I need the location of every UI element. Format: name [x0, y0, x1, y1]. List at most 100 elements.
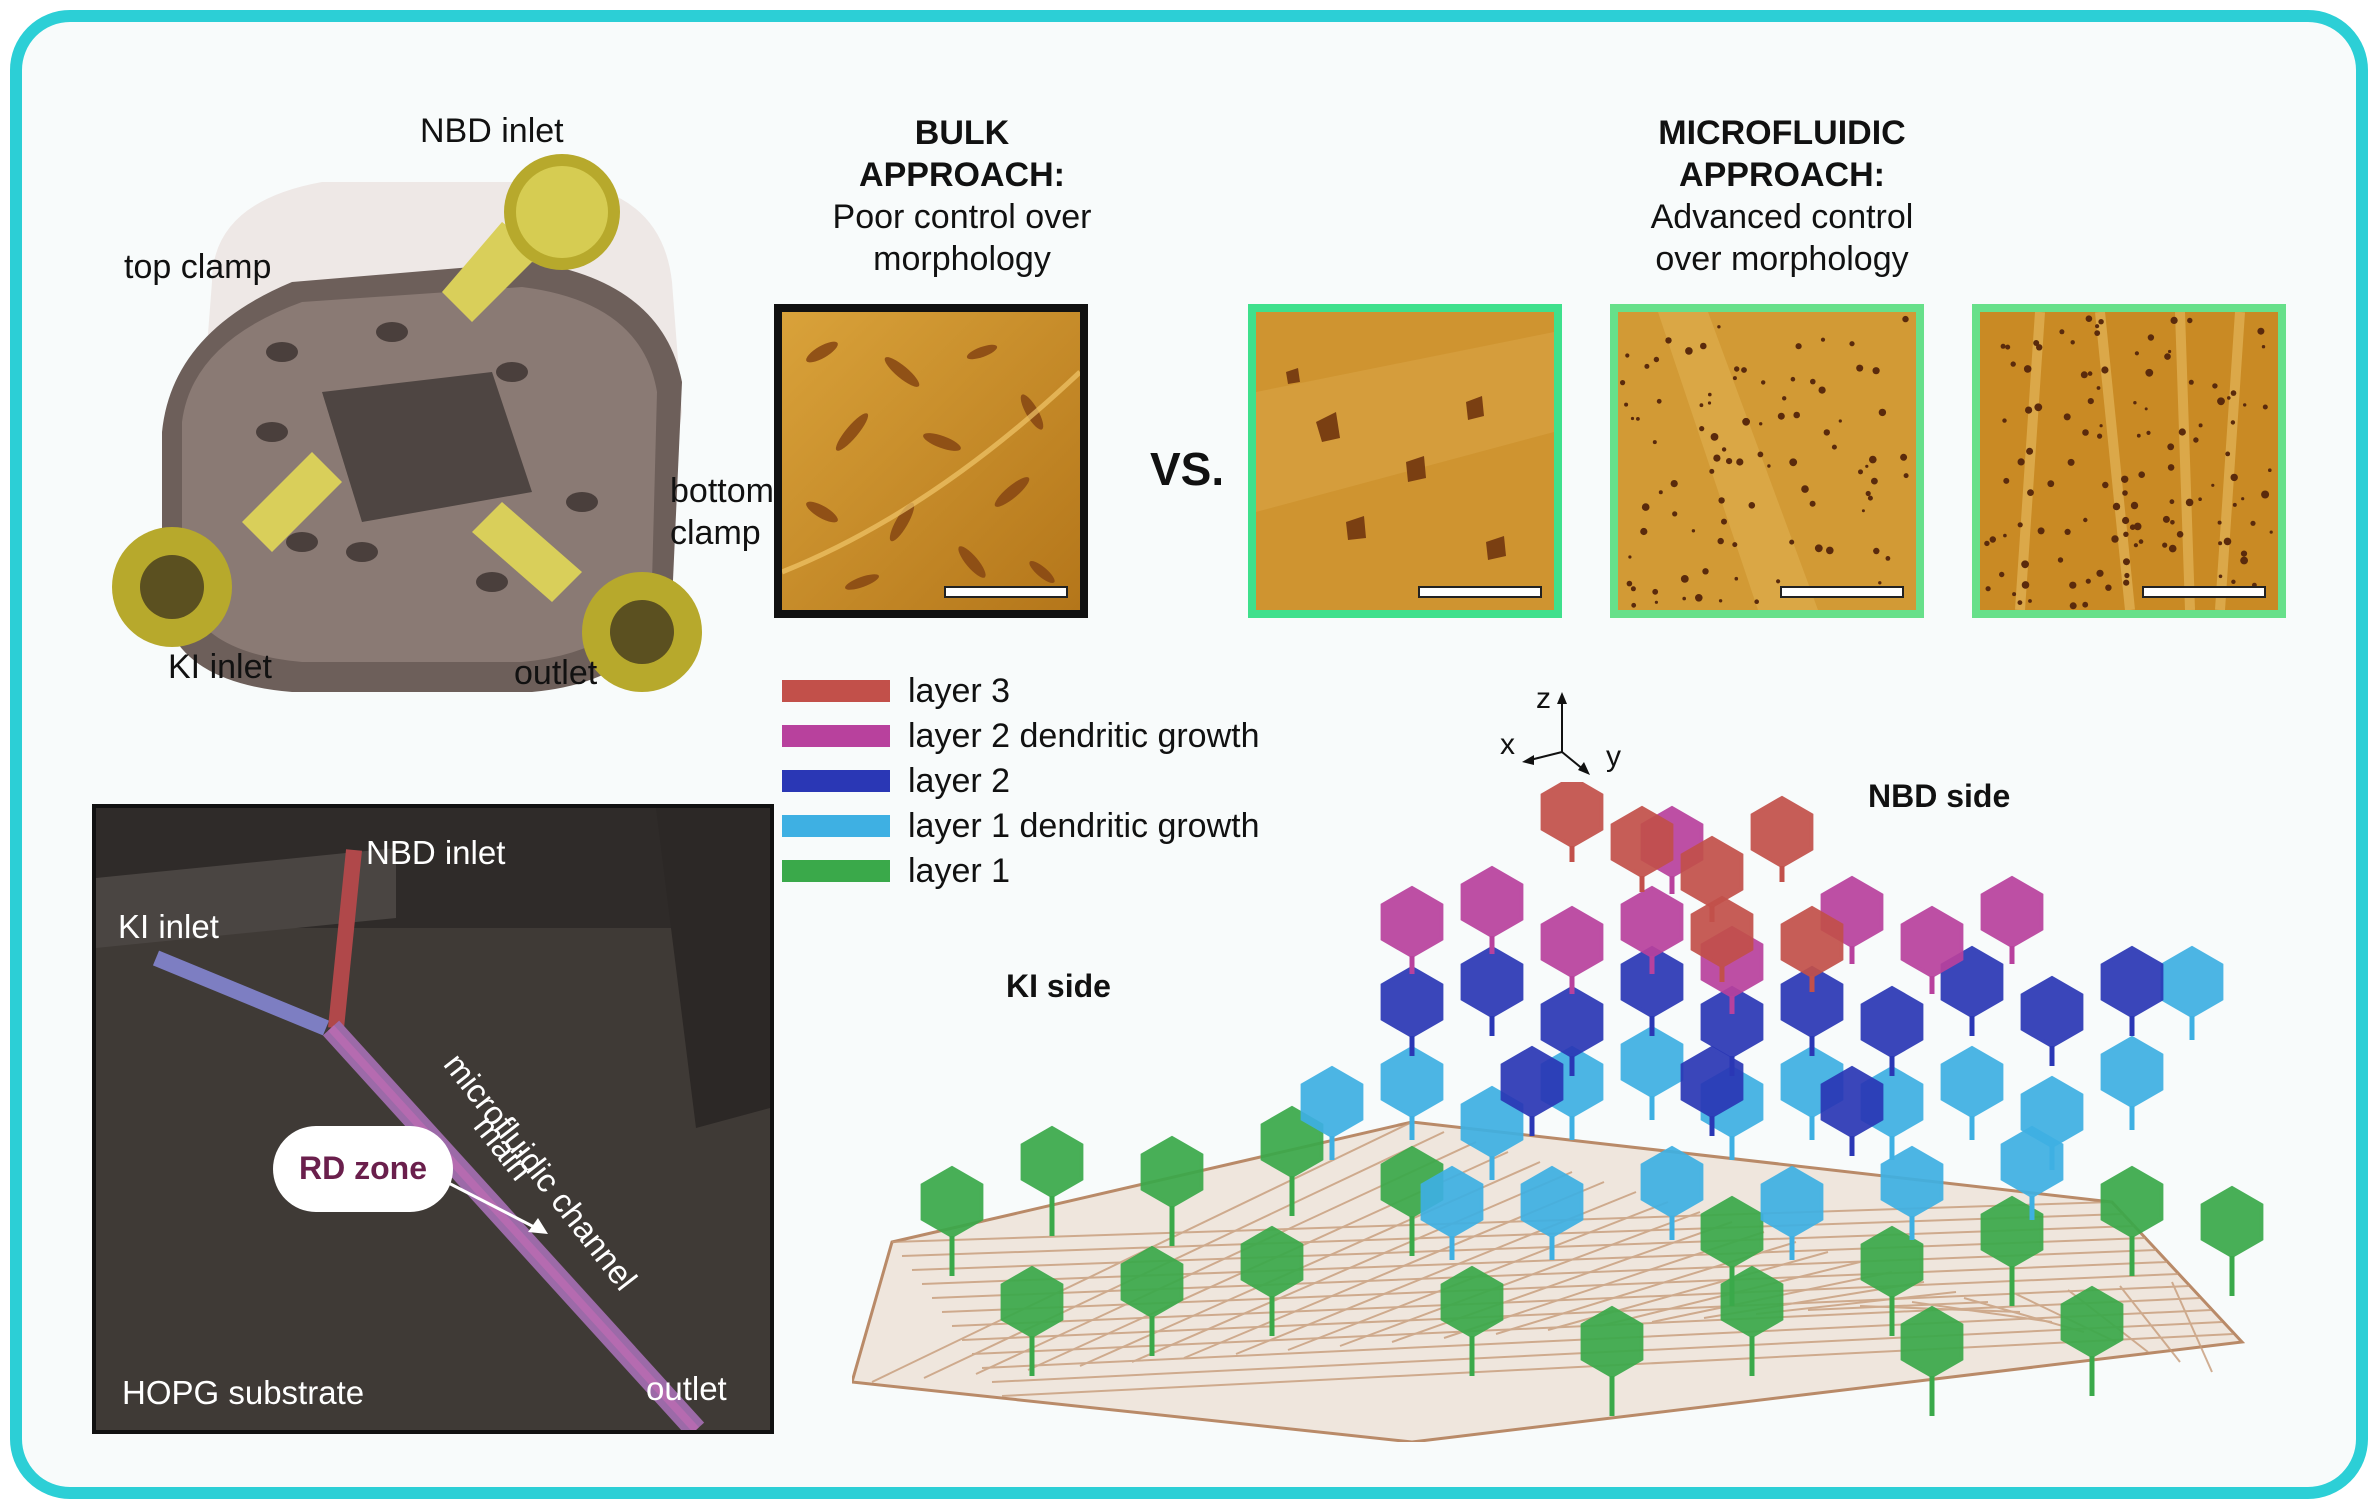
molecule-hexagon: [1690, 895, 1754, 982]
bulk-desc-line2: morphology: [873, 240, 1051, 278]
molecule-hexagon: [1240, 1225, 1304, 1336]
molecule-hexagon: [2100, 1035, 2164, 1130]
molecule-hexagon: [1880, 1145, 1944, 1240]
molecule-hexagon: [1540, 985, 1604, 1076]
molecule-hexagon: [1520, 1165, 1584, 1260]
legend-swatch: [782, 815, 890, 837]
legend-swatch: [782, 725, 890, 747]
molecule-hexagon: [1680, 1045, 1744, 1136]
molecule-hexagon: [1620, 885, 1684, 974]
molecule-hexagon: [2000, 1125, 2064, 1220]
molecule-hexagon: [1860, 985, 1924, 1076]
bulk-desc-line1: Poor control over: [832, 198, 1092, 236]
molecule-hexagon: [1760, 1165, 1824, 1260]
rd-zone-label: RD zone: [299, 1150, 427, 1186]
molecule-hexagon: [1460, 945, 1524, 1036]
figure-frame: NBD inlet top clamp bottom clamp KI inle…: [10, 10, 2368, 1499]
molecule-hexagon: [1300, 1065, 1364, 1160]
molecule-hexagon: [1580, 1305, 1644, 1416]
legend-label: layer 2 dendritic growth: [908, 717, 1260, 755]
molecule-hexagon: [1540, 782, 1604, 862]
molecule-hexagon: [1140, 1135, 1204, 1246]
scale-bar: [1418, 586, 1542, 598]
rd-zone-bubble: RD zone: [273, 1126, 453, 1212]
microfluidic-device-illustration: [112, 154, 702, 692]
photo-nbd-inlet-label: NBD inlet: [366, 834, 506, 871]
microfluidic-photo: NBD inlet KI inlet RD zone main microflu…: [92, 804, 774, 1434]
molecule-hexagon: [1610, 805, 1674, 892]
axes-indicator: [1522, 692, 1590, 775]
molecule-hexagon: [1020, 1125, 1084, 1236]
molecular-growth-illustration: [852, 782, 2264, 1442]
molecule-hexagon: [1500, 1045, 1564, 1136]
legend-label: layer 1: [908, 852, 1011, 890]
molecule-hexagon: [1940, 1045, 2004, 1140]
label-outlet: outlet: [514, 654, 598, 692]
layer-legend: layer 3 layer 2 dendritic growth layer 2…: [782, 672, 1342, 902]
molecule-hexagon: [1120, 1245, 1184, 1356]
afm-image-bulk: [774, 304, 1088, 618]
micro-title-line2: APPROACH:: [1679, 156, 1885, 194]
molecule-hexagon: [1420, 1165, 1484, 1260]
molecule-hexagon: [2100, 945, 2164, 1036]
molecule-hexagon: [1720, 1265, 1784, 1376]
photo-outlet-label: outlet: [646, 1370, 727, 1407]
molecule-hexagon: [2100, 1165, 2164, 1276]
micro-desc-line1: Advanced control: [1650, 198, 1914, 236]
molecule-hexagon: [920, 1165, 984, 1276]
label-top-clamp: top clamp: [124, 248, 272, 286]
fitting-outlet: [472, 502, 702, 692]
molecule-hexagon: [1540, 905, 1604, 994]
legend-swatch: [782, 860, 890, 882]
ki-side-label: KI side: [1006, 968, 1111, 1004]
axis-y-label: y: [1606, 740, 1621, 773]
fitting-ki: [112, 452, 342, 647]
label-nbd-inlet: NBD inlet: [420, 112, 564, 150]
molecule-hexagon: [1000, 1265, 1064, 1376]
label-ki-inlet: KI inlet: [168, 648, 272, 686]
molecule-hexagon: [1380, 965, 1444, 1056]
molecule-hexagon: [1780, 965, 1844, 1056]
axis-z-label: z: [1536, 682, 1551, 715]
legend-label: layer 3: [908, 672, 1011, 710]
molecule-hexagon: [2200, 1185, 2264, 1296]
afm-image-micro-3: [1972, 304, 2286, 618]
molecule-hexagon: [1820, 1065, 1884, 1156]
molecule-hexagon: [1460, 865, 1524, 954]
molecule-hexagon: [1380, 1045, 1444, 1140]
photo-ki-inlet-label: KI inlet: [118, 908, 219, 945]
axis-x-label: x: [1500, 728, 1515, 761]
molecule-hexagon: [1380, 885, 1444, 974]
afm-image-micro-2: [1610, 304, 1924, 618]
molecule-hexagon: [1900, 905, 1964, 994]
photo-substrate-label: HOPG substrate: [122, 1374, 365, 1411]
label-bottom-clamp-line1: bottom: [670, 472, 774, 510]
micro-desc-line2: over morphology: [1655, 240, 1909, 278]
nbd-side-label: NBD side: [1868, 778, 2011, 814]
molecule-hexagon: [1640, 1145, 1704, 1240]
molecule-hexagon: [1440, 1265, 1504, 1376]
molecule-hexagon: [1620, 1025, 1684, 1120]
legend-label: layer 1 dendritic growth: [908, 807, 1260, 845]
molecule-hexagon: [1620, 945, 1684, 1036]
bulk-title-line2: APPROACH:: [859, 156, 1065, 194]
fitting-nbd: [442, 154, 620, 322]
molecule-hexagon: [2160, 945, 2224, 1040]
micro-title-line1: MICROFLUIDIC: [1658, 114, 1906, 152]
scale-bar: [2142, 586, 2266, 598]
legend-swatch: [782, 770, 890, 792]
molecule-hexagon: [1980, 875, 2044, 964]
molecule-hexagon: [1860, 1225, 1924, 1336]
legend-label: layer 2: [908, 762, 1011, 800]
molecule-hexagon: [2060, 1285, 2124, 1396]
molecule-hexagon: [2020, 975, 2084, 1066]
molecule-hexagon: [1980, 1195, 2044, 1306]
legend-swatch: [782, 680, 890, 702]
molecule-hexagon: [1900, 1305, 1964, 1416]
molecule-hexagon: [1780, 905, 1844, 992]
vs-label: VS.: [1150, 443, 1225, 495]
bulk-title-line1: BULK: [914, 114, 1010, 152]
label-bottom-clamp-line2: clamp: [670, 514, 761, 552]
molecule-hexagon: [1750, 795, 1814, 882]
scale-bar: [1780, 586, 1904, 598]
